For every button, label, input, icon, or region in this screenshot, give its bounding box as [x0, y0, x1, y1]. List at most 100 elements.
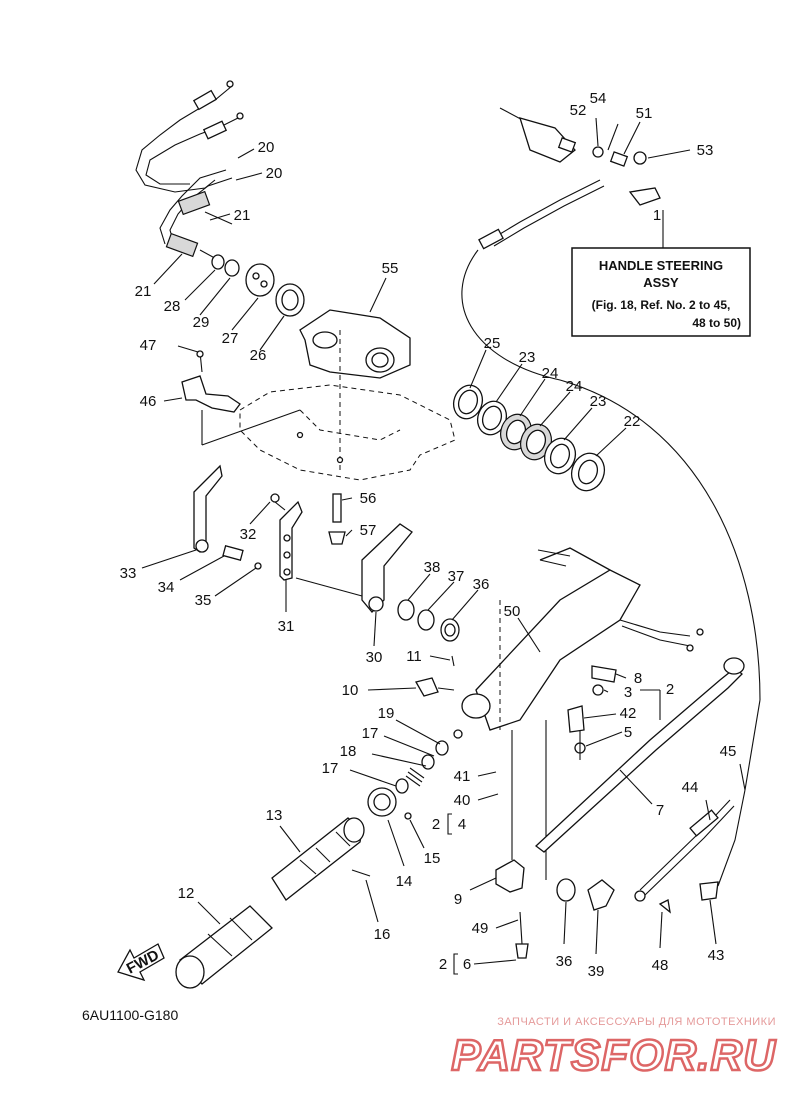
bracket-46: [181, 350, 301, 446]
callout-32: 32: [240, 526, 257, 543]
callout-53: 53: [697, 142, 714, 159]
callout-51: 51: [636, 105, 653, 122]
callout-38: 38: [424, 559, 441, 576]
stud-56-57: [328, 493, 346, 545]
lever-30: [295, 523, 413, 613]
plate-31: [270, 493, 303, 581]
callout-48: 48: [652, 957, 669, 974]
callout-57: 57: [360, 522, 377, 539]
callout-23-left: 23: [519, 349, 536, 366]
washers-36-38: [397, 599, 460, 642]
bolts-3-5-8-42: [567, 665, 617, 760]
callout-17-lower: 17: [322, 760, 339, 777]
callout-5: 5: [624, 724, 632, 741]
callout-27: 27: [222, 330, 239, 347]
diagram-code: 6AU1100-G180: [82, 1007, 178, 1023]
callout-55: 55: [382, 260, 399, 277]
callout-6: 6: [463, 956, 471, 973]
callout-22: 22: [624, 413, 641, 430]
lever-33: [193, 464, 262, 570]
watermark-logo: PARTSFOR.RU: [451, 1031, 776, 1080]
callout-2-mid: 2: [432, 816, 440, 833]
callout-13: 13: [266, 807, 283, 824]
grommet-parts: [211, 254, 305, 317]
callout-1: 1: [653, 207, 661, 224]
routing-line: [461, 249, 761, 701]
callout-14: 14: [396, 873, 413, 890]
callout-8: 8: [634, 670, 642, 687]
callout-21-lower: 21: [135, 283, 152, 300]
callout-54: 54: [590, 90, 607, 107]
callout-43: 43: [708, 947, 725, 964]
callout-50: 50: [504, 603, 521, 620]
callout-11: 11: [406, 648, 422, 665]
callout-44: 44: [682, 779, 699, 796]
callout-2-lower: 2: [439, 956, 447, 973]
callout-9: 9: [454, 891, 462, 908]
callout-36-upper: 36: [473, 576, 490, 593]
callout-21-upper: 21: [234, 207, 251, 224]
callout-7: 7: [656, 802, 664, 819]
callout-17-upper: 17: [362, 725, 379, 742]
callout-31: 31: [278, 618, 295, 635]
bracket-55: [299, 309, 411, 470]
callout-40: 40: [454, 792, 471, 809]
base-plate: [239, 384, 456, 481]
watermark: ЗАПЧАСТИ И АКСЕССУАРЫ ДЛЯ МОТОТЕХНИКИ PA…: [450, 1016, 776, 1081]
callout-19: 19: [378, 705, 395, 722]
grip-parts: [175, 787, 412, 989]
throttle-cables: [135, 80, 244, 263]
callout-24-right: 24: [566, 378, 583, 395]
callout-29: 29: [193, 314, 210, 331]
washers-22-25: [452, 384, 606, 492]
callout-45: 45: [720, 743, 737, 760]
callout-42: 42: [620, 705, 637, 722]
callout-37: 37: [448, 568, 465, 585]
info-box-title-line2: ASSY: [643, 275, 679, 290]
info-box-ref-line1: (Fig. 18, Ref. No. 2 to 45,: [592, 298, 731, 312]
callout-36-lower: 36: [556, 953, 573, 970]
fwd-arrow: FWD: [117, 943, 165, 982]
callout-56: 56: [360, 490, 377, 507]
callout-49: 49: [472, 920, 489, 937]
callout-20-upper: 20: [258, 139, 275, 156]
callout-24-left: 24: [542, 365, 559, 382]
callout-18: 18: [340, 743, 357, 760]
bracket-mark-6: [453, 953, 458, 975]
callout-2-upper: 2: [666, 681, 674, 698]
info-box-title-line1: HANDLE STEERING: [599, 258, 723, 273]
callout-15: 15: [424, 850, 441, 867]
callout-35: 35: [195, 592, 212, 609]
bolt-10-11: [415, 655, 455, 697]
callout-47: 47: [140, 337, 157, 354]
watermark-tagline: ЗАПЧАСТИ И АКСЕССУАРЫ ДЛЯ МОТОТЕХНИКИ: [497, 1016, 776, 1028]
callout-41: 41: [454, 768, 471, 785]
info-box: HANDLE STEERING ASSY (Fig. 18, Ref. No. …: [571, 224, 751, 337]
callout-26: 26: [250, 347, 267, 364]
callout-12: 12: [178, 885, 195, 902]
handle-switch-assy: [478, 107, 661, 250]
info-box-ref-line2: 48 to 50): [692, 316, 741, 330]
callout-labels: 1 2 2 2 3 4 5 6 7 8 9 10 11 12 13 14 15 …: [120, 90, 737, 980]
callout-20-lower: 20: [266, 165, 283, 182]
callout-33: 33: [120, 565, 137, 582]
callout-10: 10: [342, 682, 359, 699]
callout-25: 25: [484, 335, 501, 352]
callout-34: 34: [158, 579, 175, 596]
callout-4: 4: [458, 816, 466, 833]
lower-clamp-parts: [495, 720, 615, 959]
bracket-mark-4: [447, 813, 452, 835]
control-cables: [534, 657, 746, 914]
callout-46: 46: [140, 393, 157, 410]
callout-39: 39: [588, 963, 605, 980]
callout-52: 52: [570, 102, 587, 119]
steering-handle-body: [461, 547, 704, 731]
callout-30: 30: [366, 649, 383, 666]
callout-3: 3: [624, 684, 632, 701]
callout-16: 16: [374, 926, 391, 943]
callout-28: 28: [164, 298, 181, 315]
callout-23-right: 23: [590, 393, 607, 410]
leader-lines: [141, 117, 746, 965]
